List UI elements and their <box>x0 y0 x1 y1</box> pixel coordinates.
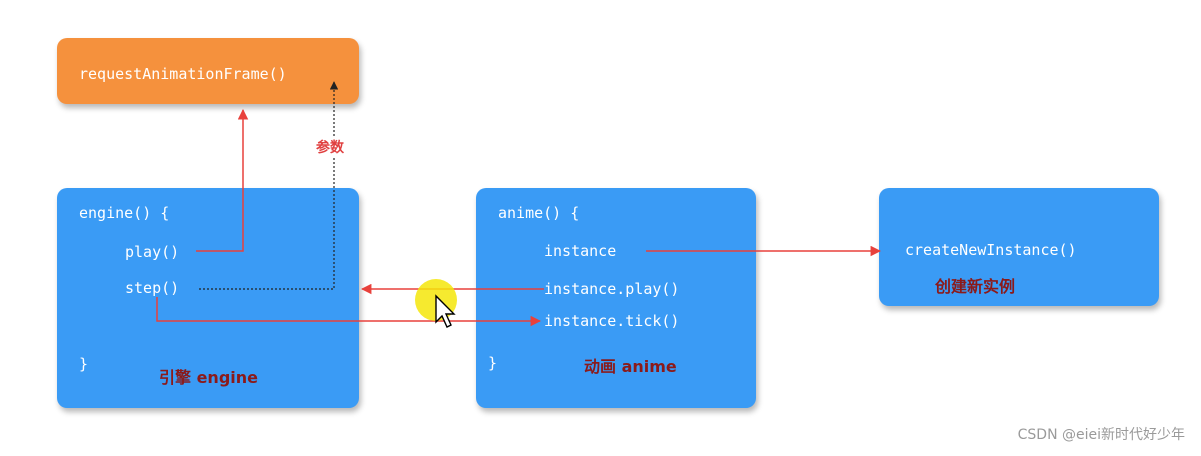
engine-step: step() <box>125 279 180 297</box>
anime-instance: instance <box>544 242 617 260</box>
param-label: 参数 <box>313 136 347 158</box>
engine-close: } <box>79 355 89 373</box>
anime-close: } <box>488 354 498 372</box>
engine-header: engine() { <box>79 204 170 222</box>
engine-play: play() <box>125 243 180 261</box>
anime-box: anime() { instance instance.play() insta… <box>476 188 756 408</box>
create-instance-box: createNewInstance() 创建新实例 <box>879 188 1159 306</box>
watermark: CSDN @eiei新时代好少年 <box>1017 427 1185 443</box>
anime-instance-tick: instance.tick() <box>544 312 680 330</box>
engine-box: engine() { play() step() } 引擎 engine <box>57 188 359 408</box>
engine-caption: 引擎 engine <box>159 368 258 387</box>
raf-code: requestAnimationFrame() <box>79 65 287 83</box>
cursor-highlight <box>414 278 464 334</box>
anime-header: anime() { <box>498 204 580 222</box>
create-instance-code: createNewInstance() <box>905 241 1077 259</box>
arrow-step-to-instance-tick <box>156 297 542 327</box>
anime-instance-play: instance.play() <box>544 280 680 298</box>
raf-box: requestAnimationFrame() <box>57 38 359 104</box>
anime-caption: 动画 anime <box>584 357 677 376</box>
arrow-step-to-raf-param <box>199 81 339 290</box>
mouse-pointer-icon <box>415 279 457 328</box>
arrow-play-to-raf <box>196 108 249 252</box>
create-instance-caption: 创建新实例 <box>935 277 1016 296</box>
